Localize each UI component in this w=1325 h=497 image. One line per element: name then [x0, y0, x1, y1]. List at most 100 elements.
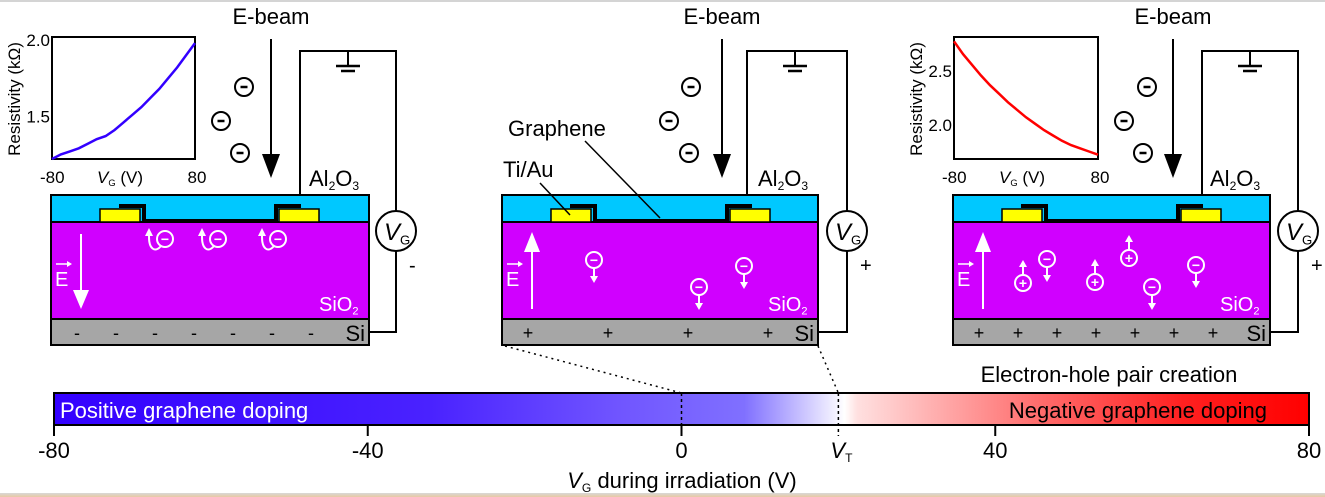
- arrow-head-icon: [1043, 275, 1051, 282]
- y-tick-label: 2.0: [26, 31, 50, 50]
- si-label: Si: [1246, 321, 1266, 346]
- al2o3-label: Al2O3: [1210, 166, 1260, 193]
- si-layer: [501, 318, 819, 346]
- curl-arrow: [201, 235, 215, 251]
- field-arrow-head-icon: [975, 232, 991, 252]
- drifting-electron-icon: −: [1038, 250, 1056, 282]
- si-charge: +: [974, 323, 985, 343]
- circuit-wire: [746, 50, 848, 211]
- si-charge: +: [523, 323, 534, 343]
- ebeam-label: E-beam: [232, 4, 309, 29]
- y-axis-label: Resistivity (kΩ): [5, 42, 24, 156]
- arrow-head-icon: [1192, 281, 1200, 288]
- sio2-label: SiO2: [768, 294, 807, 318]
- trapped-electron-icon-sign: −: [161, 231, 169, 247]
- region-label-negative: Negative graphene doping: [1009, 398, 1267, 423]
- x-tick-label: 0: [675, 438, 687, 463]
- si-label: Si: [794, 321, 814, 346]
- beam-electron-icon: [659, 111, 679, 131]
- circuit-wire: [369, 251, 397, 333]
- vg-polarity: +: [1311, 255, 1323, 277]
- si-layer: [50, 318, 370, 346]
- vg-polarity: +: [860, 255, 872, 277]
- vg-polarity: -: [409, 255, 416, 277]
- trapped-electron-icon: −: [145, 228, 174, 251]
- arrow-head-icon: [740, 282, 748, 289]
- x-tick-label: -80: [38, 438, 70, 463]
- drifting-electron-icon: −: [735, 257, 753, 289]
- drifting-electron-icon: −: [585, 251, 603, 283]
- x-axis-label: VG (V): [97, 168, 143, 188]
- resistivity-curve: [952, 40, 1099, 156]
- si-charge: -: [152, 323, 158, 343]
- resistivity-curve: [51, 42, 197, 161]
- graphene-label: Graphene: [508, 116, 606, 141]
- drifting-hole-icon: +: [1014, 260, 1032, 292]
- drifting-electron-icon-sign: −: [590, 252, 598, 268]
- sio2-label: SiO2: [1220, 294, 1259, 318]
- si-charge: -: [74, 323, 80, 343]
- beam-electron-icon: [230, 143, 250, 163]
- bottom-border: [0, 493, 1325, 497]
- drifting-electron-icon-sign: −: [1148, 279, 1156, 295]
- y-tick-label: 1.5: [26, 107, 50, 126]
- si-charge: +: [603, 323, 614, 343]
- si-charge: -: [191, 323, 197, 343]
- drifting-hole-icon: +: [1086, 259, 1104, 291]
- x-tick-label: -40: [352, 438, 384, 463]
- drifting-hole-icon-sign: +: [1019, 275, 1027, 291]
- si-charge: +: [1208, 323, 1219, 343]
- ebeam-arrow-head-icon: [262, 154, 280, 178]
- si-charge: +: [763, 323, 774, 343]
- trapped-electron-icon-sign: −: [274, 231, 282, 247]
- inset-frame: [953, 36, 1099, 160]
- graphene-sheet: [119, 204, 301, 223]
- drifting-electron-icon: −: [1143, 278, 1161, 310]
- field-arrow-head-icon: [73, 290, 89, 309]
- sio2-label: SiO2: [319, 294, 358, 318]
- region-label-positive: Positive graphene doping: [60, 398, 308, 423]
- x-tick-label: 80: [188, 168, 207, 187]
- contact-pad-left: [99, 208, 141, 223]
- resistivity-inset-left: 1.5 2.0 -80 80 VG (V) Resistivity (kΩ): [5, 31, 206, 188]
- graphene-leader-line: [584, 140, 661, 219]
- arrow-head-icon: [1125, 235, 1133, 242]
- al2o3-layer: [952, 194, 1271, 223]
- trapped-electron-icon-circle: [209, 230, 227, 248]
- si-charge: -: [113, 323, 119, 343]
- vg-label: VG: [1286, 219, 1312, 247]
- arrow-head-icon: [145, 228, 153, 236]
- field-arrow-head-icon: [524, 232, 540, 252]
- x-tick-label: 80: [1091, 168, 1110, 187]
- x-tick-label: -80: [40, 168, 65, 187]
- trapped-electron-icon: −: [198, 228, 227, 251]
- inset-frame: [51, 36, 196, 160]
- threshold-label: VT: [830, 438, 853, 465]
- contact-pad-right: [729, 208, 771, 223]
- trapped-electron-icon-sign: −: [214, 231, 222, 247]
- si-charge: -: [308, 323, 314, 343]
- voltage-source-icon: [375, 210, 417, 252]
- y-axis-label: Resistivity (kΩ): [907, 42, 926, 156]
- vg-label: VG: [835, 219, 861, 247]
- beam-electron-icon: [211, 111, 231, 131]
- si-charge: +: [1052, 323, 1063, 343]
- top-border: [0, 0, 1325, 2]
- graphene-sheet: [570, 204, 752, 223]
- si-label: Si: [345, 321, 365, 346]
- curl-arrow: [261, 235, 275, 251]
- contact-leader-line: [539, 182, 571, 216]
- bar-axis-label: VG during irradiation (V): [567, 468, 797, 495]
- si-charge: +: [1130, 323, 1141, 343]
- si-charge: +: [1013, 323, 1024, 343]
- x-axis-label: VG (V): [999, 168, 1045, 188]
- drifting-hole-icon: +: [1120, 235, 1138, 267]
- panel-caption: Electron-hole pair creation: [981, 362, 1238, 387]
- arrow-head-icon: [1148, 303, 1156, 310]
- zoom-guide-line: [504, 345, 682, 394]
- ebeam-arrow-head-icon: [1164, 154, 1182, 178]
